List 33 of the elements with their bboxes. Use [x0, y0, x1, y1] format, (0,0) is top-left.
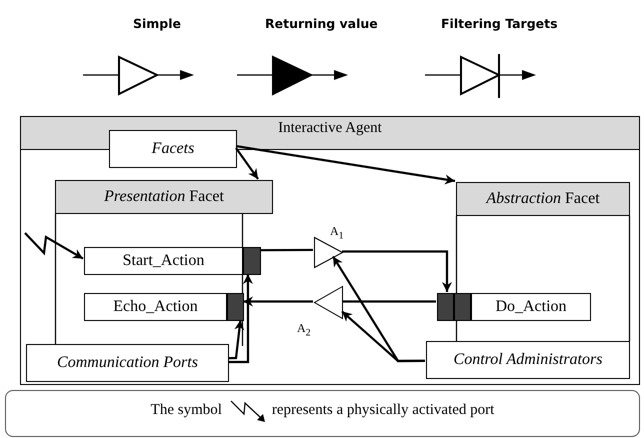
action-box: Start_Action — [84, 247, 243, 275]
arrow — [243, 296, 313, 307]
arrow — [228, 274, 253, 364]
arrow — [228, 320, 244, 360]
legend-label: Simple — [133, 16, 182, 31]
action-box: Do_Action — [471, 293, 591, 321]
port-name: A$_{1}$ — [330, 224, 344, 242]
connector-triangle — [314, 237, 343, 268]
arrow — [342, 250, 452, 292]
action-box: Echo_Action — [84, 293, 227, 321]
port-block — [227, 293, 244, 321]
arrow — [341, 310, 425, 362]
facet-header: Abstraction Facet — [456, 182, 630, 216]
arrow — [235, 147, 259, 180]
note-text: The symbol — [150, 402, 222, 419]
port-block — [454, 293, 471, 321]
legend-label: Filtering Targets — [441, 16, 558, 31]
port-name: A$_{2}$ — [297, 321, 311, 338]
facet-frame — [55, 180, 273, 346]
lightning-arrow — [24, 232, 84, 260]
port-block — [243, 247, 261, 275]
label-box: Facets — [109, 130, 237, 168]
note-text: represents a physically activated port — [272, 402, 494, 419]
facet-header: Presentation Facet — [55, 180, 273, 214]
agent-frame — [20, 116, 640, 385]
connector-triangle — [314, 286, 343, 319]
arrow — [236, 145, 456, 184]
label-box: Communication Ports — [26, 344, 229, 382]
facet-frame — [456, 182, 630, 341]
port-block — [437, 293, 454, 321]
legend-label: Returning value — [265, 16, 378, 31]
label-box: Control Administrators — [426, 341, 630, 379]
note-box — [5, 390, 640, 437]
